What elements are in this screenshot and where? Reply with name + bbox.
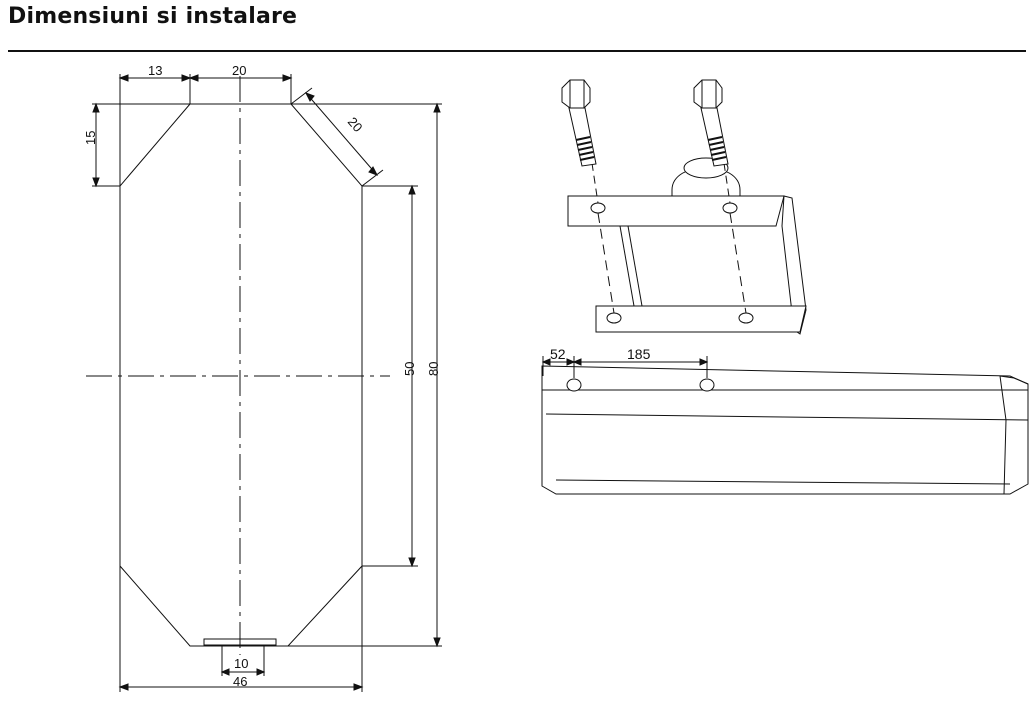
dim-inner-height: 50: [402, 362, 417, 376]
mounting-bracket-drawing: [541, 79, 1029, 495]
bracket-side: [781, 195, 807, 335]
bolt-icon: [561, 79, 597, 167]
dim-left-side: 15: [83, 131, 98, 145]
hole-icon: [722, 202, 738, 214]
dim-top-left: 13: [148, 63, 162, 78]
lower-bracket-plate: [595, 305, 807, 333]
dim-total-height: 80: [426, 362, 441, 376]
housing-outline: [119, 103, 363, 647]
hole-icon: [738, 312, 754, 324]
bolt-icon: [693, 79, 729, 167]
hole-icon: [699, 378, 715, 392]
page-title: Dimensiuni si instalare: [8, 4, 298, 29]
hole-icon: [606, 312, 622, 324]
dim-first-hole: 52: [550, 346, 566, 362]
profile-bar: [541, 365, 1029, 495]
hole-icon: [590, 202, 606, 214]
title-divider: [8, 50, 1026, 52]
dim-hole-spacing: 185: [627, 346, 651, 362]
dim-chamfer: 20: [345, 114, 366, 135]
housing-dimension-drawing: [86, 74, 442, 692]
dim-bottom-inner: 10: [234, 656, 248, 671]
dim-bottom-total: 46: [233, 674, 247, 689]
dim-top-center: 20: [232, 63, 246, 78]
hole-icon: [566, 378, 582, 392]
